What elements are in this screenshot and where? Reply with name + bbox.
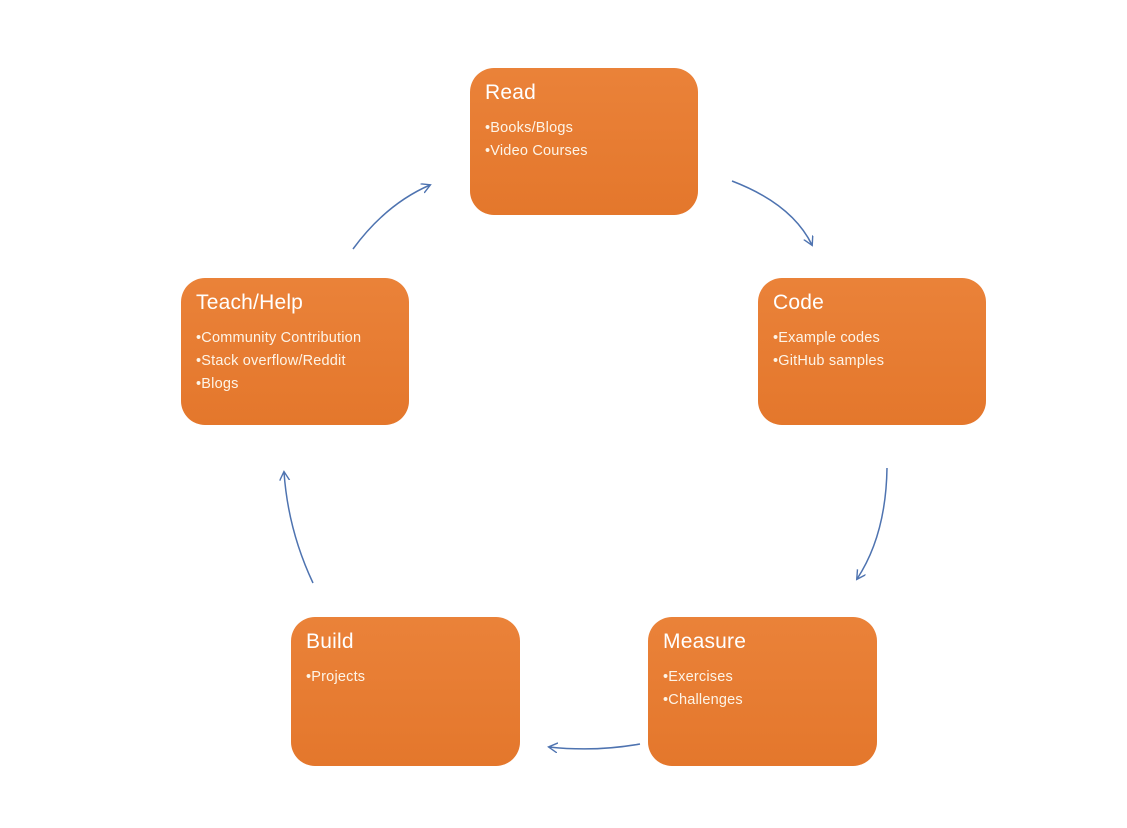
- bullet-item: •Example codes: [773, 330, 881, 346]
- bullet-item: •Video Courses: [485, 143, 588, 159]
- node-teach-help-title: Teach/Help: [196, 291, 304, 314]
- arrow-read-to-code: [731, 180, 812, 245]
- arrow-measure-to-build: [549, 744, 641, 749]
- node-code-title: Code: [773, 291, 825, 314]
- bullet-item: •Exercises: [663, 669, 733, 685]
- bullet-item: •Projects: [306, 669, 366, 685]
- node-measure-bullets: •Exercises •Challenges: [663, 666, 863, 712]
- node-measure: Measure •Exercises •Challenges: [648, 617, 877, 766]
- bullet-item: •Books/Blogs: [485, 120, 574, 136]
- node-code: Code •Example codes •GitHub samples: [758, 278, 986, 425]
- bullet-item: •Stack overflow/Reddit: [196, 353, 346, 369]
- node-build-title: Build: [306, 630, 354, 653]
- node-teach-help: Teach/Help •Community Contribution •Stac…: [181, 278, 409, 425]
- node-measure-title: Measure: [663, 630, 747, 653]
- node-read-bullets: •Books/Blogs •Video Courses: [485, 117, 684, 163]
- arrow-teach-to-read: [352, 185, 430, 250]
- arrow-code-to-measure: [857, 467, 888, 579]
- node-build: Build •Projects: [291, 617, 520, 766]
- node-teach-help-bullets: •Community Contribution •Stack overflow/…: [196, 327, 395, 396]
- node-read-title: Read: [485, 81, 537, 104]
- arrow-build-to-teach: [284, 472, 314, 584]
- node-code-bullets: •Example codes •GitHub samples: [773, 327, 972, 373]
- bullet-item: •Blogs: [196, 376, 239, 392]
- node-build-bullets: •Projects: [306, 666, 506, 689]
- bullet-item: •GitHub samples: [773, 353, 885, 369]
- bullet-item: •Challenges: [663, 692, 743, 708]
- node-read: Read •Books/Blogs •Video Courses: [470, 68, 698, 215]
- bullet-item: •Community Contribution: [196, 330, 362, 346]
